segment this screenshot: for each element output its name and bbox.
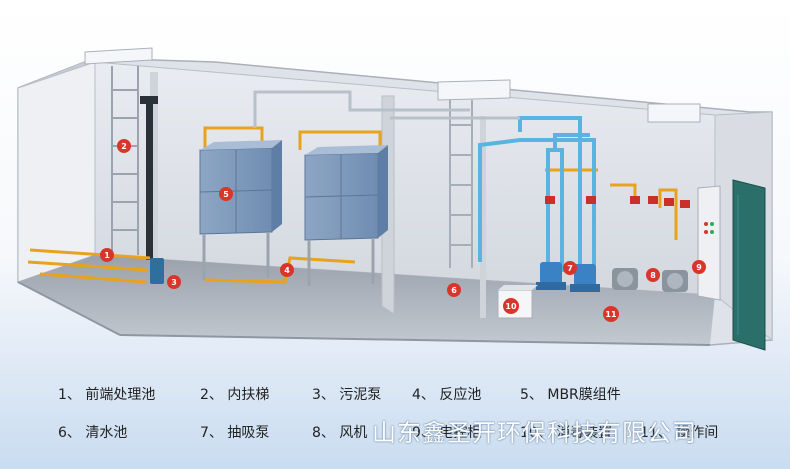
marker-5: 5 — [219, 187, 233, 201]
orange-air-pipes — [27, 126, 678, 284]
svg-text:11: 11 — [605, 310, 617, 319]
legend-item-5: 5、 MBR膜组件 — [520, 387, 621, 403]
control-cabinet — [697, 185, 721, 301]
mbr-container-diagram: 1 2 3 4 5 6 7 8 9 10 11 — [17, 47, 773, 351]
marker-6: 6 — [447, 283, 461, 297]
disinfection-device — [497, 285, 538, 319]
marker-1: 1 — [100, 248, 114, 262]
legend-item-10: 10、 消毒装置 — [520, 425, 613, 441]
company-watermark: 山东鑫圣开环保科技有限公司 — [372, 419, 697, 447]
legend-item-4: 4、 反应池 — [412, 387, 482, 403]
legend-item-8: 8、 风机 — [312, 425, 368, 441]
marker-7: 7 — [563, 261, 577, 275]
sludge-pipe — [140, 96, 164, 284]
marker-4: 4 — [280, 263, 294, 277]
blower-right — [662, 270, 688, 292]
svg-text:10: 10 — [505, 302, 517, 311]
legend-item-9: 9、 电控柜 — [412, 425, 482, 441]
suction-pump-left — [536, 262, 566, 290]
legend-item-7: 7、 抽吸泵 — [200, 425, 270, 441]
svg-text:7: 7 — [567, 264, 573, 273]
legend-item-2: 2、 内扶梯 — [200, 387, 270, 403]
mbr-module-left — [199, 140, 282, 280]
valves — [545, 196, 690, 208]
svg-text:3: 3 — [171, 278, 177, 287]
roof-hatch-mid — [437, 79, 511, 101]
gray-pipes — [253, 90, 520, 128]
legend-item-1: 1、 前端处理池 — [58, 387, 156, 403]
svg-text:2: 2 — [121, 142, 127, 151]
svg-text:4: 4 — [284, 266, 290, 275]
mbr-module-right — [304, 145, 388, 286]
blower-left — [612, 268, 638, 290]
marker-11: 11 — [603, 306, 619, 322]
suction-pump-right — [570, 264, 600, 292]
marker-8: 8 — [646, 268, 660, 282]
svg-text:1: 1 — [104, 251, 110, 260]
number-markers: 1 2 3 4 5 6 7 8 9 10 11 — [100, 139, 706, 322]
roof-hatch-left — [84, 47, 153, 65]
inner-ladder — [111, 66, 139, 255]
legend-item-6: 6、 清水池 — [58, 425, 128, 441]
marker-10: 10 — [503, 298, 519, 314]
marker-3: 3 — [167, 275, 181, 289]
ladder-mid — [449, 100, 473, 268]
svg-text:9: 9 — [696, 263, 702, 272]
svg-text:8: 8 — [650, 271, 656, 280]
svg-text:5: 5 — [223, 190, 229, 199]
marker-9: 9 — [692, 260, 706, 274]
legend-item-3: 3、 污泥泵 — [312, 387, 382, 403]
svg-text:6: 6 — [451, 286, 457, 295]
legend-item-11: 11、 操作间 — [640, 425, 719, 441]
marker-2: 2 — [117, 139, 131, 153]
operation-room-door — [732, 179, 766, 351]
roof-vent-right — [647, 103, 701, 123]
